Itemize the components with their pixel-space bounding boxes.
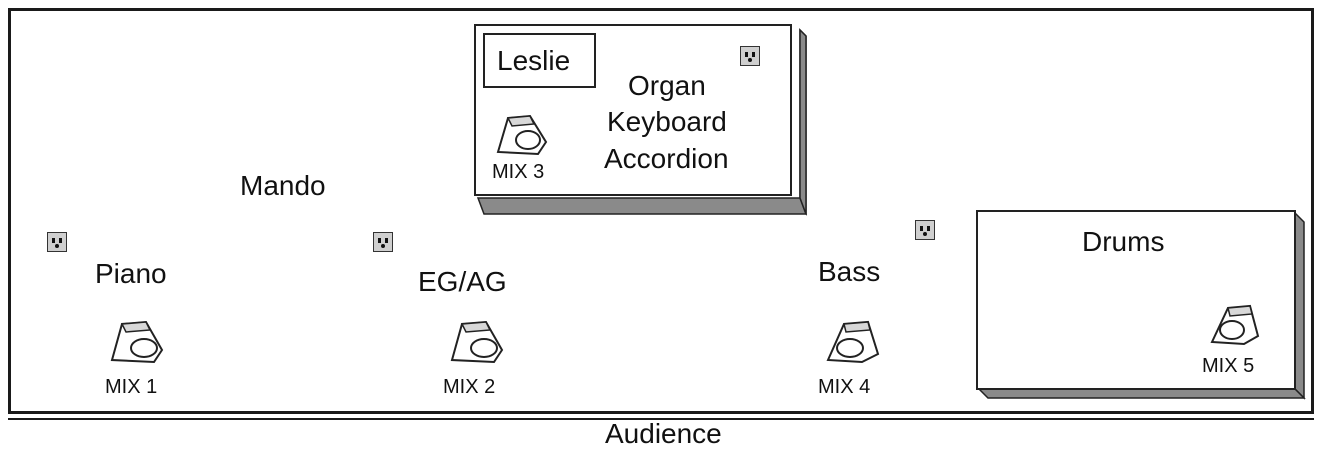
organ-label: Organ bbox=[628, 70, 706, 101]
mix2-label: MIX 2 bbox=[443, 376, 496, 398]
keyboard-label: Keyboard bbox=[607, 106, 727, 137]
power-outlet-icon bbox=[915, 220, 935, 240]
mix3-label: MIX 3 bbox=[492, 161, 545, 183]
floor-wedge-monitor-icon bbox=[1210, 304, 1260, 346]
piano-label: Piano bbox=[95, 258, 167, 289]
leslie-cabinet: Leslie bbox=[483, 33, 596, 88]
mix5-label: MIX 5 bbox=[1202, 355, 1255, 377]
bass-label: Bass bbox=[818, 256, 881, 287]
drums-riser bbox=[976, 210, 1296, 390]
power-outlet-icon bbox=[740, 46, 760, 66]
drums-label: Drums bbox=[1082, 226, 1165, 257]
mix4-label: MIX 4 bbox=[818, 376, 871, 398]
mando-label: Mando bbox=[240, 170, 326, 201]
floor-wedge-monitor-icon bbox=[496, 114, 548, 156]
leslie-label: Leslie bbox=[497, 45, 571, 76]
stage-edge-line bbox=[8, 418, 1314, 420]
mix1-label: MIX 1 bbox=[105, 376, 158, 398]
audience-label: Audience bbox=[605, 418, 722, 449]
floor-wedge-monitor-icon bbox=[826, 320, 880, 364]
power-outlet-icon bbox=[373, 232, 393, 252]
organ-riser-3d bbox=[476, 28, 808, 216]
accordion-label: Accordion bbox=[604, 143, 729, 174]
floor-wedge-monitor-icon bbox=[110, 320, 164, 364]
eg-ag-label: EG/AG bbox=[418, 266, 507, 297]
power-outlet-icon bbox=[47, 232, 67, 252]
floor-wedge-monitor-icon bbox=[450, 320, 504, 364]
